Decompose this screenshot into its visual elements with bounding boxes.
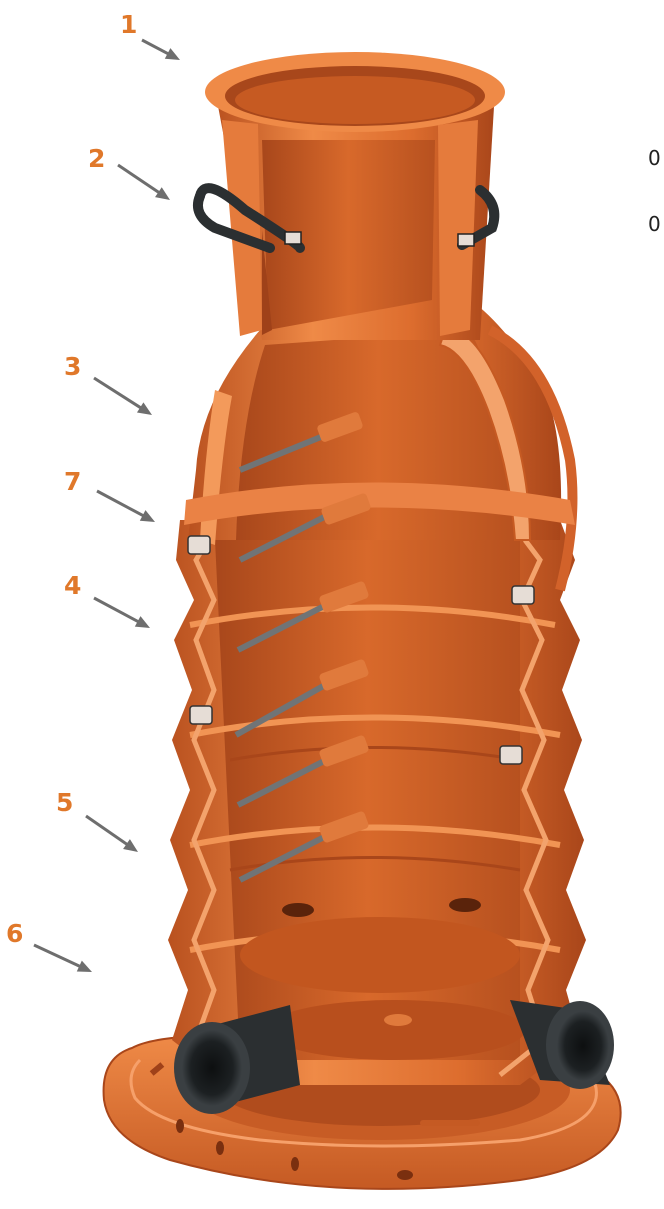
neck-pipe [205,52,505,340]
callout-label-1: 1 [120,12,137,37]
callout-arrow-line [97,491,148,518]
callout-arrow-4 [94,598,150,628]
callout-arrow-icon [123,839,138,852]
callout-arrow-line [34,945,85,969]
edge-glyph-a: 0 [648,146,661,170]
callout-arrow-6 [34,945,92,972]
callout-label-7: 7 [64,469,81,494]
callout-arrow-1 [142,40,180,60]
callout-label-2: 2 [88,146,105,171]
callout-arrows [34,40,180,972]
callout-label-6: 6 [6,921,23,946]
callout-arrow-icon [155,187,170,200]
callout-arrow-icon [137,402,152,415]
edge-glyph-b: 0 [648,212,661,236]
callout-arrow-line [118,165,163,196]
callout-label-4: 4 [64,573,81,598]
callout-label-5: 5 [56,790,73,815]
callout-arrow-line [94,598,143,624]
callout-arrow-7 [97,491,155,522]
callout-arrow-line [94,378,145,411]
callout-label-3: 3 [64,354,81,379]
callout-arrow-5 [86,816,138,852]
callout-arrow-3 [94,378,152,415]
callout-arrow-2 [118,165,170,200]
callout-arrow-line [86,816,131,847]
